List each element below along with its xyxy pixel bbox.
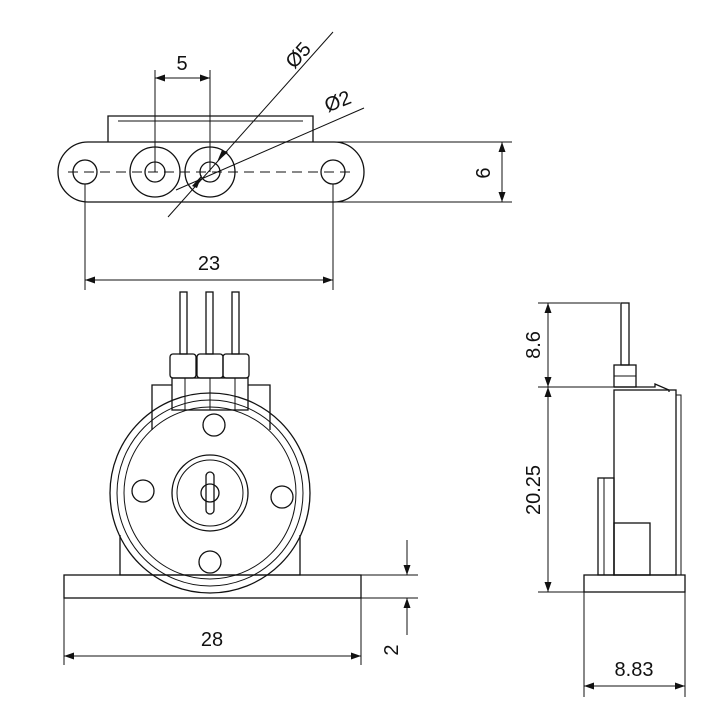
dimension-base-width: 28 [63, 598, 362, 665]
dimension-pin-pitch: 5 [154, 53, 211, 172]
dim-outer-diameter-label: Ø5 [282, 38, 316, 73]
dim-pin-length-label: 8.6 [523, 331, 545, 359]
top-view [57, 31, 365, 218]
side-view [583, 302, 686, 593]
dim-base-width-label: 28 [201, 629, 223, 651]
dim-mount-hole-spacing-label: 23 [198, 253, 220, 275]
dimension-pin-length: 8.6 [523, 302, 620, 388]
dim-base-thickness-label: 2 [381, 644, 403, 655]
dimension-base-thickness: 2 [361, 540, 418, 656]
dim-depth-label: 8.83 [615, 659, 654, 681]
dimension-depth: 8.83 [583, 592, 686, 697]
dim-pin-pitch-label: 5 [176, 53, 187, 75]
front-view [63, 291, 362, 599]
dimension-flange-height: 6 [334, 141, 512, 203]
dimension-mount-hole-spacing: 23 [84, 184, 334, 290]
dim-body-height-label: 20.25 [523, 465, 545, 515]
dim-hole-diameter-label: Ø2 [322, 87, 355, 117]
dim-flange-height-label: 6 [473, 167, 495, 178]
dimension-body-height: 20.25 [523, 387, 584, 593]
